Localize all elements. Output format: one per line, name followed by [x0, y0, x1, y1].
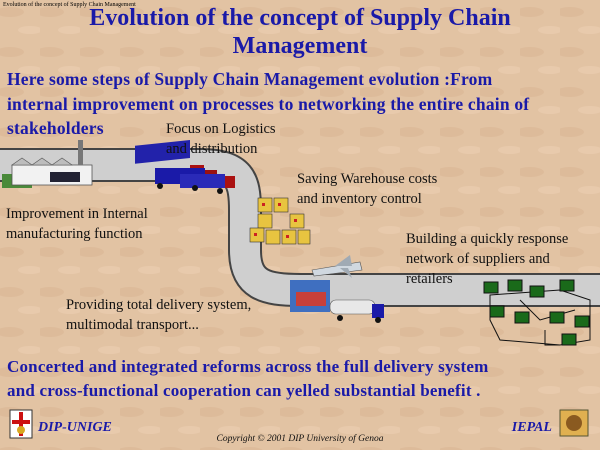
iepal-logo-icon	[559, 409, 589, 437]
conclusion-text: Concerted and integrated reforms across …	[7, 355, 595, 403]
step-internal-line2: manufacturing function	[6, 226, 143, 242]
conclusion-line2: and cross-functional cooperation can yel…	[7, 381, 481, 400]
intro-text: Here some steps of Supply Chain Manageme…	[7, 67, 595, 141]
multimodal-transport-icons	[290, 255, 384, 323]
step-delivery-label: Providing total delivery system, multimo…	[66, 295, 251, 335]
corner-title: Evolution of the concept of Supply Chain…	[3, 2, 136, 8]
page-title-line2: Management	[232, 33, 368, 59]
university-crest-icon	[9, 409, 33, 439]
step-network-line3: retailers	[406, 271, 453, 287]
step-delivery-line1: Providing total delivery system,	[66, 297, 252, 313]
truck-icons	[135, 140, 235, 194]
page-title: Evolution of the concept of Supply Chain…	[0, 4, 600, 60]
intro-line3: stakeholders	[7, 118, 104, 138]
step-internal-label: Improvement in Internal manufacturing fu…	[6, 204, 148, 244]
step-network-line2: network of suppliers and	[406, 251, 550, 267]
conclusion-line1: Concerted and integrated reforms across …	[7, 357, 489, 376]
intro-line2: internal improvement on processes to net…	[7, 93, 530, 114]
step-warehouse-label: Saving Warehouse costs and inventory con…	[297, 169, 437, 209]
copyright-text: Copyright © 2001 DIP University of Genoa	[216, 434, 384, 444]
road-path	[0, 148, 600, 307]
step-logistics-line2: and distribution	[166, 141, 258, 157]
warehouse-boxes-icon	[249, 197, 311, 245]
footer-right-label: IEPAL	[511, 420, 552, 435]
step-network-line1: Building a quickly response	[406, 231, 569, 247]
step-delivery-line2: multimodal transport...	[66, 317, 199, 333]
step-logistics-label: Focus on Logistics and distribution	[166, 119, 276, 159]
intro-line1: Here some steps of Supply Chain Manageme…	[7, 69, 493, 89]
step-warehouse-line2: and inventory control	[297, 191, 422, 207]
step-internal-line1: Improvement in Internal	[6, 206, 148, 222]
step-network-label: Building a quickly response network of s…	[406, 229, 568, 289]
computer-icons	[483, 279, 590, 346]
step-warehouse-line1: Saving Warehouse costs	[297, 171, 438, 187]
footer-left-label: DIP-UNIGE	[38, 420, 112, 435]
factory-icon	[2, 140, 93, 188]
step-logistics-line1: Focus on Logistics	[166, 121, 276, 137]
page-title-line1: Evolution of the concept of Supply Chain	[89, 5, 511, 31]
